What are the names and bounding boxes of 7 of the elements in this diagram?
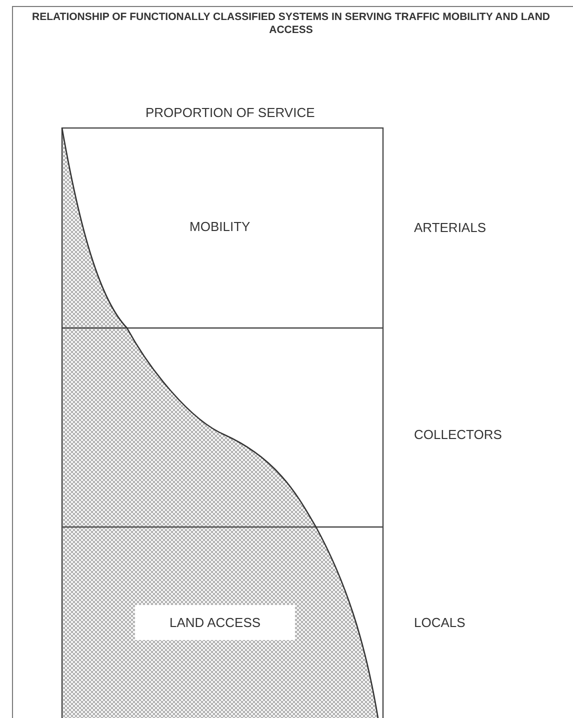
row-label: LOCALS (414, 615, 466, 631)
region-label: MOBILITY (190, 219, 250, 235)
region-label: LAND ACCESS (170, 615, 261, 631)
axis-title: PROPORTION OF SERVICE (146, 105, 315, 121)
diagram-title: RELATIONSHIP OF FUNCTIONALLY CLASSIFIED SYSTEMS IN SERVING TRAFFIC MOBILITY AND LAND ACCESS (30, 11, 552, 37)
row-label: ARTERIALS (414, 220, 486, 236)
row-label: COLLECTORS (414, 427, 502, 443)
